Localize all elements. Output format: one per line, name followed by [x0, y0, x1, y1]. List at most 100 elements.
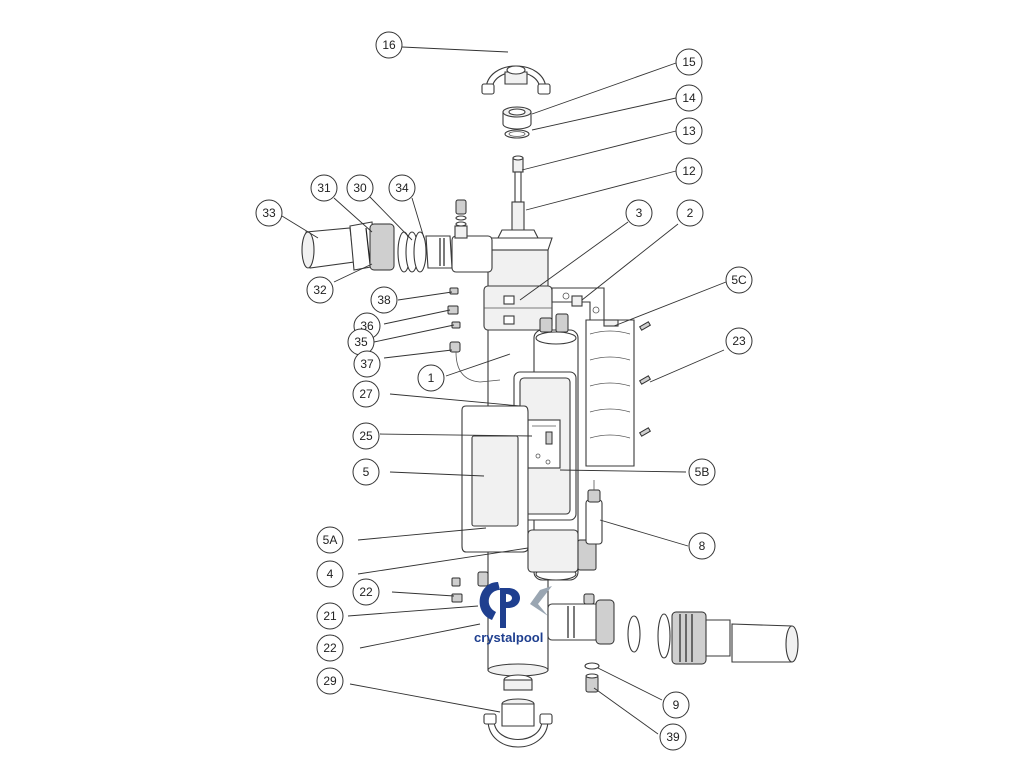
callout-22b: 22: [316, 634, 344, 662]
callout-30: 30: [346, 174, 374, 202]
callout-circle: [417, 364, 445, 392]
callout-circle: [316, 634, 344, 662]
callout-number: 30: [353, 181, 367, 195]
callout-circle: [352, 578, 380, 606]
callout-32: 32: [306, 276, 334, 304]
callout-8: 8: [688, 532, 716, 560]
lower-small-fittings: [451, 571, 489, 603]
right-union: [627, 611, 799, 665]
callout-29: 29: [316, 667, 344, 695]
top-clamp: [481, 65, 551, 95]
callout-circle: [675, 157, 703, 185]
callout-number: 22: [323, 641, 337, 655]
callout-39: 39: [659, 723, 687, 751]
leader-lines: [281, 46, 727, 735]
callout-number: 16: [382, 38, 396, 52]
callout-number: 12: [682, 164, 696, 178]
callout-number: 4: [327, 567, 334, 581]
callout-21: 21: [316, 602, 344, 630]
callout-number: 23: [732, 334, 746, 348]
clamp-band: [483, 285, 553, 331]
callout-number: 29: [323, 674, 337, 688]
callout-circle: [352, 380, 380, 408]
callout-23: 23: [725, 327, 753, 355]
front-cover: [461, 405, 529, 553]
callout-number: 37: [360, 357, 374, 371]
callout-5A: 5A: [316, 526, 344, 554]
callout-circle: [662, 691, 690, 719]
callout-2: 2: [676, 199, 704, 227]
callout-35: 35: [347, 328, 375, 356]
callout-circle: [659, 723, 687, 751]
callout-number: 31: [317, 181, 331, 195]
callout-4: 4: [316, 560, 344, 588]
callout-circle: [388, 174, 416, 202]
callout-circle: [346, 174, 374, 202]
logo-p-mark: [500, 588, 520, 628]
callout-number: 35: [354, 335, 368, 349]
callout-circle: [675, 84, 703, 112]
callout-5B: 5B: [688, 458, 716, 486]
callout-3: 3: [625, 199, 653, 227]
callout-13: 13: [675, 117, 703, 145]
callout-number: 34: [395, 181, 409, 195]
logo-swoosh-icon: [530, 586, 552, 616]
callout-circle: [675, 117, 703, 145]
callout-number: 33: [262, 206, 276, 220]
callout-14: 14: [675, 84, 703, 112]
callout-number: 8: [699, 539, 706, 553]
callout-5: 5: [352, 458, 380, 486]
callout-34: 34: [388, 174, 416, 202]
callout-number: 39: [666, 730, 680, 744]
callout-circle: [352, 458, 380, 486]
callout-12: 12: [675, 157, 703, 185]
callout-circle: [688, 458, 716, 486]
callout-circle: [676, 199, 704, 227]
electrode-cage: [585, 319, 635, 467]
left-union: [301, 221, 453, 273]
callout-number: 14: [682, 91, 696, 105]
screws: [638, 321, 652, 437]
cap-ring: [502, 106, 532, 130]
callout-circle: [725, 266, 753, 294]
callout-circle: [316, 560, 344, 588]
bottom-clamp: [483, 674, 553, 748]
callout-circle: [375, 31, 403, 59]
callout-31: 31: [310, 174, 338, 202]
callout-9: 9: [662, 691, 690, 719]
callout-number: 5C: [731, 273, 747, 287]
callout-5C: 5C: [725, 266, 753, 294]
electrode-rod: [511, 155, 525, 233]
callout-number: 5: [363, 465, 370, 479]
housing-top: [483, 229, 553, 291]
callout-circle: [255, 199, 283, 227]
logo-c-mark: [479, 582, 500, 620]
logo-wordmark: crystalpool: [474, 630, 543, 645]
callout-circle: [316, 602, 344, 630]
callout-number: 5B: [695, 465, 710, 479]
callout-25: 25: [352, 422, 380, 450]
callout-circle: [688, 532, 716, 560]
callout-circle: [316, 667, 344, 695]
callout-33: 33: [255, 199, 283, 227]
callout-27: 27: [352, 380, 380, 408]
callout-number: 27: [359, 387, 373, 401]
callout-number: 38: [377, 293, 391, 307]
callout-number: 1: [428, 371, 435, 385]
flow-switch: [585, 480, 603, 545]
callout-1: 1: [417, 364, 445, 392]
callout-number: 32: [313, 283, 327, 297]
pcb-board: [527, 419, 561, 469]
callout-number: 13: [682, 124, 696, 138]
callout-circle: [370, 286, 398, 314]
callout-number: 5A: [323, 533, 338, 547]
inlet-elbow: [451, 199, 493, 273]
callout-38: 38: [370, 286, 398, 314]
callout-number: 22: [359, 585, 373, 599]
callout-circle: [352, 422, 380, 450]
callout-15: 15: [675, 48, 703, 76]
callout-number: 3: [636, 206, 643, 220]
callout-circle: [353, 350, 381, 378]
parts-drawing: [301, 65, 799, 748]
